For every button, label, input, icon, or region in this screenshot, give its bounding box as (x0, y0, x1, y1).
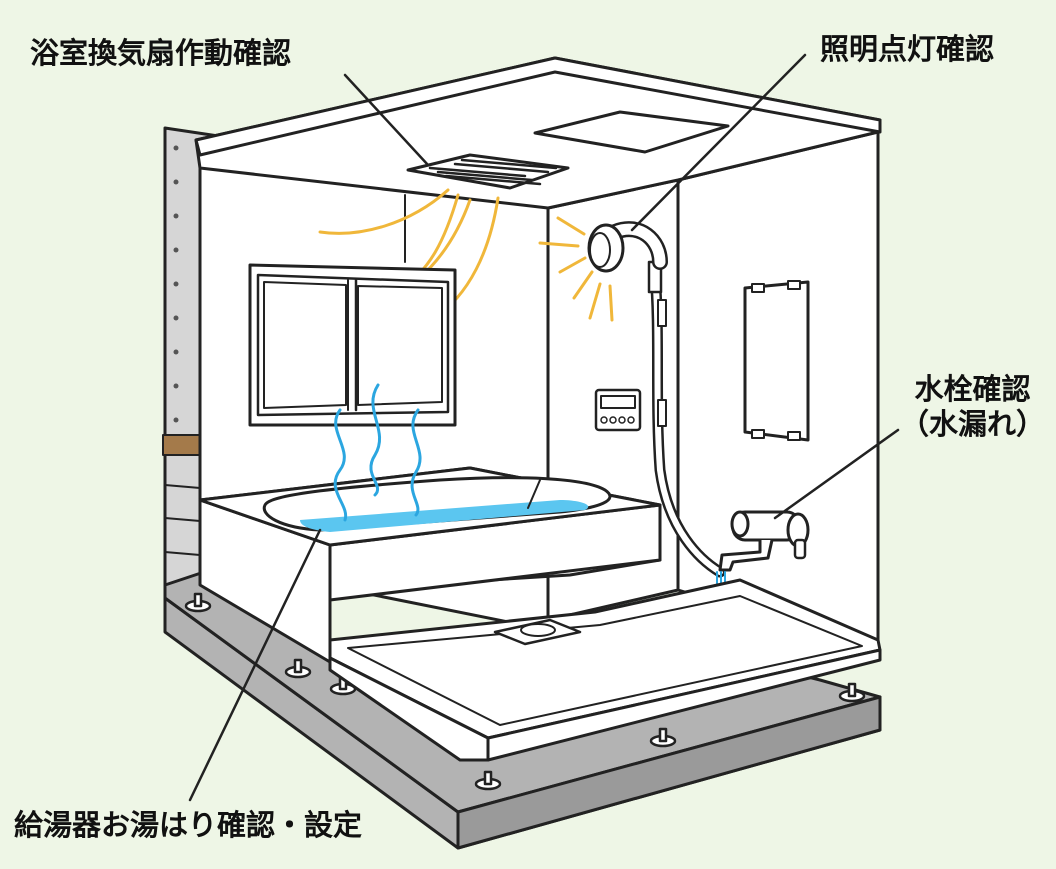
bathtub-icon (198, 466, 662, 664)
leveling-feet (184, 592, 866, 791)
shower-floor (328, 578, 882, 762)
ceiling-light-icon (533, 110, 730, 154)
faucet-check-title: 水栓確認 (914, 372, 1031, 406)
mirror-icon (743, 280, 810, 442)
control-panel-icon (594, 388, 642, 432)
steam-lines (333, 383, 422, 522)
leader-lines (188, 53, 900, 802)
light-rays (538, 216, 614, 322)
water-heater-check-label: 給湯器お湯はり確認・設定 (14, 808, 363, 842)
fan-check-label: 浴室換気扇作動確認 (30, 36, 292, 70)
faucet-check-label: 水栓確認 （水漏れ） (900, 372, 1045, 442)
faucet-check-subtitle: （水漏れ） (900, 406, 1046, 441)
window-icon (248, 263, 457, 427)
shower-head-icon (587, 221, 726, 578)
light-check-label: 照明点灯確認 (820, 32, 995, 66)
ventilation-fan-icon (406, 153, 570, 190)
faucet-icon (718, 510, 810, 572)
drain-icon (493, 618, 582, 646)
